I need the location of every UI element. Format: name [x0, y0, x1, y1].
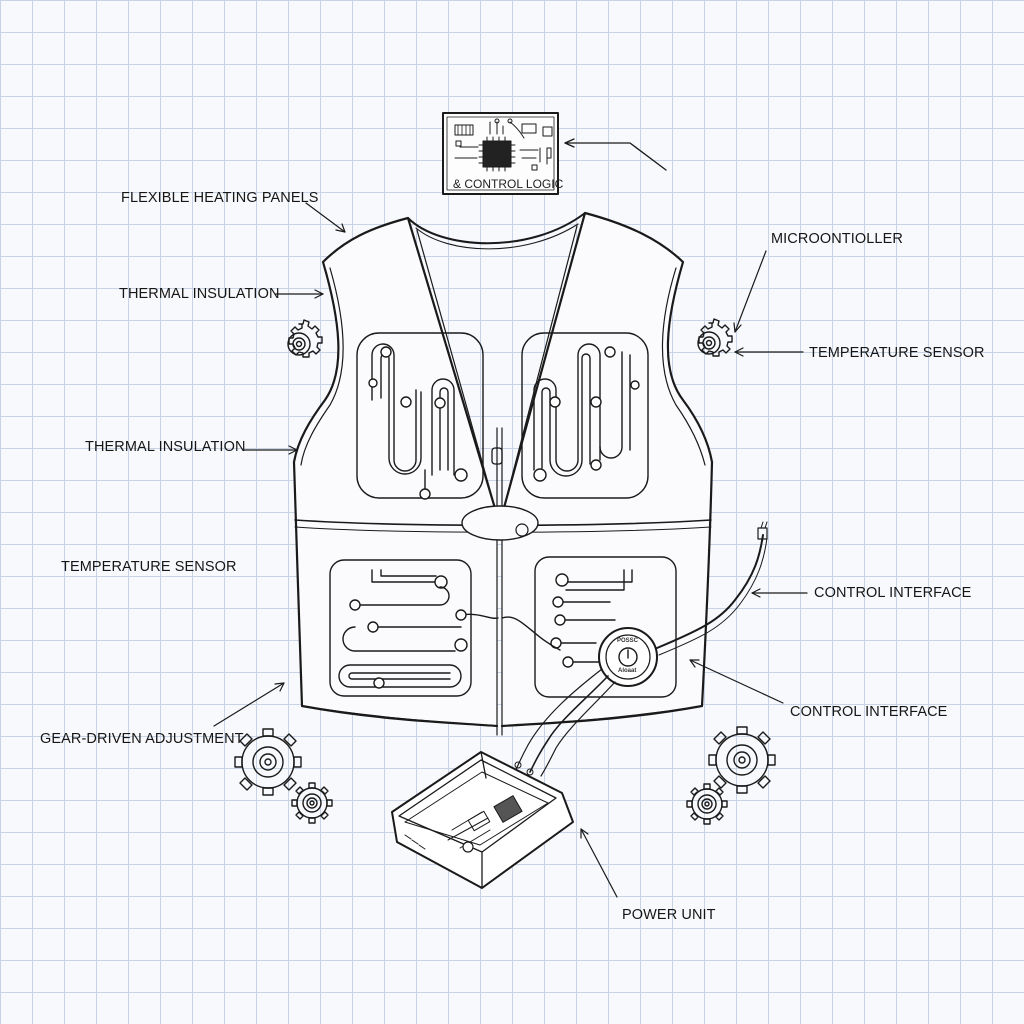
chip-leader-line	[564, 142, 667, 171]
control-dial	[598, 521, 768, 687]
label-power-unit: POWER UNIT	[622, 907, 716, 923]
upper-right-heating-panel	[521, 332, 649, 499]
circuit-board-icon	[442, 112, 559, 195]
label-microcontroller: MICROONTIOLLER	[771, 231, 903, 247]
lower-left-heating-panel	[329, 559, 499, 697]
label-temperature-sensor-right: TEMPERATURE SENSOR	[809, 345, 985, 361]
label-thermal-insulation-lower: THERMAL INSULATION	[85, 439, 246, 455]
dial-text-top: POSSC	[617, 638, 639, 644]
gear-icon	[234, 318, 776, 825]
label-gear-driven-adjustment: GEAR-DRIVEN ADJUSTMENT	[40, 731, 244, 747]
chip-label: & CONTROL LOGIC	[453, 177, 564, 191]
lower-right-heating-panel	[501, 556, 677, 698]
dial-text-bottom: Aloaat	[618, 668, 637, 674]
power-unit	[391, 751, 574, 889]
leader-lines	[213, 202, 808, 898]
label-control-interface-lower: CONTROL INTERFACE	[790, 704, 948, 720]
label-temperature-sensor-left: TEMPERATURE SENSOR	[61, 559, 237, 575]
upper-left-heating-panel	[356, 332, 484, 500]
label-thermal-insulation-upper: THERMAL INSULATION	[119, 286, 280, 302]
label-control-interface-upper: CONTROL INTERFACE	[814, 585, 972, 601]
label-flexible-heating-panels: FLEXIBLE HEATING PANELS	[121, 190, 319, 206]
